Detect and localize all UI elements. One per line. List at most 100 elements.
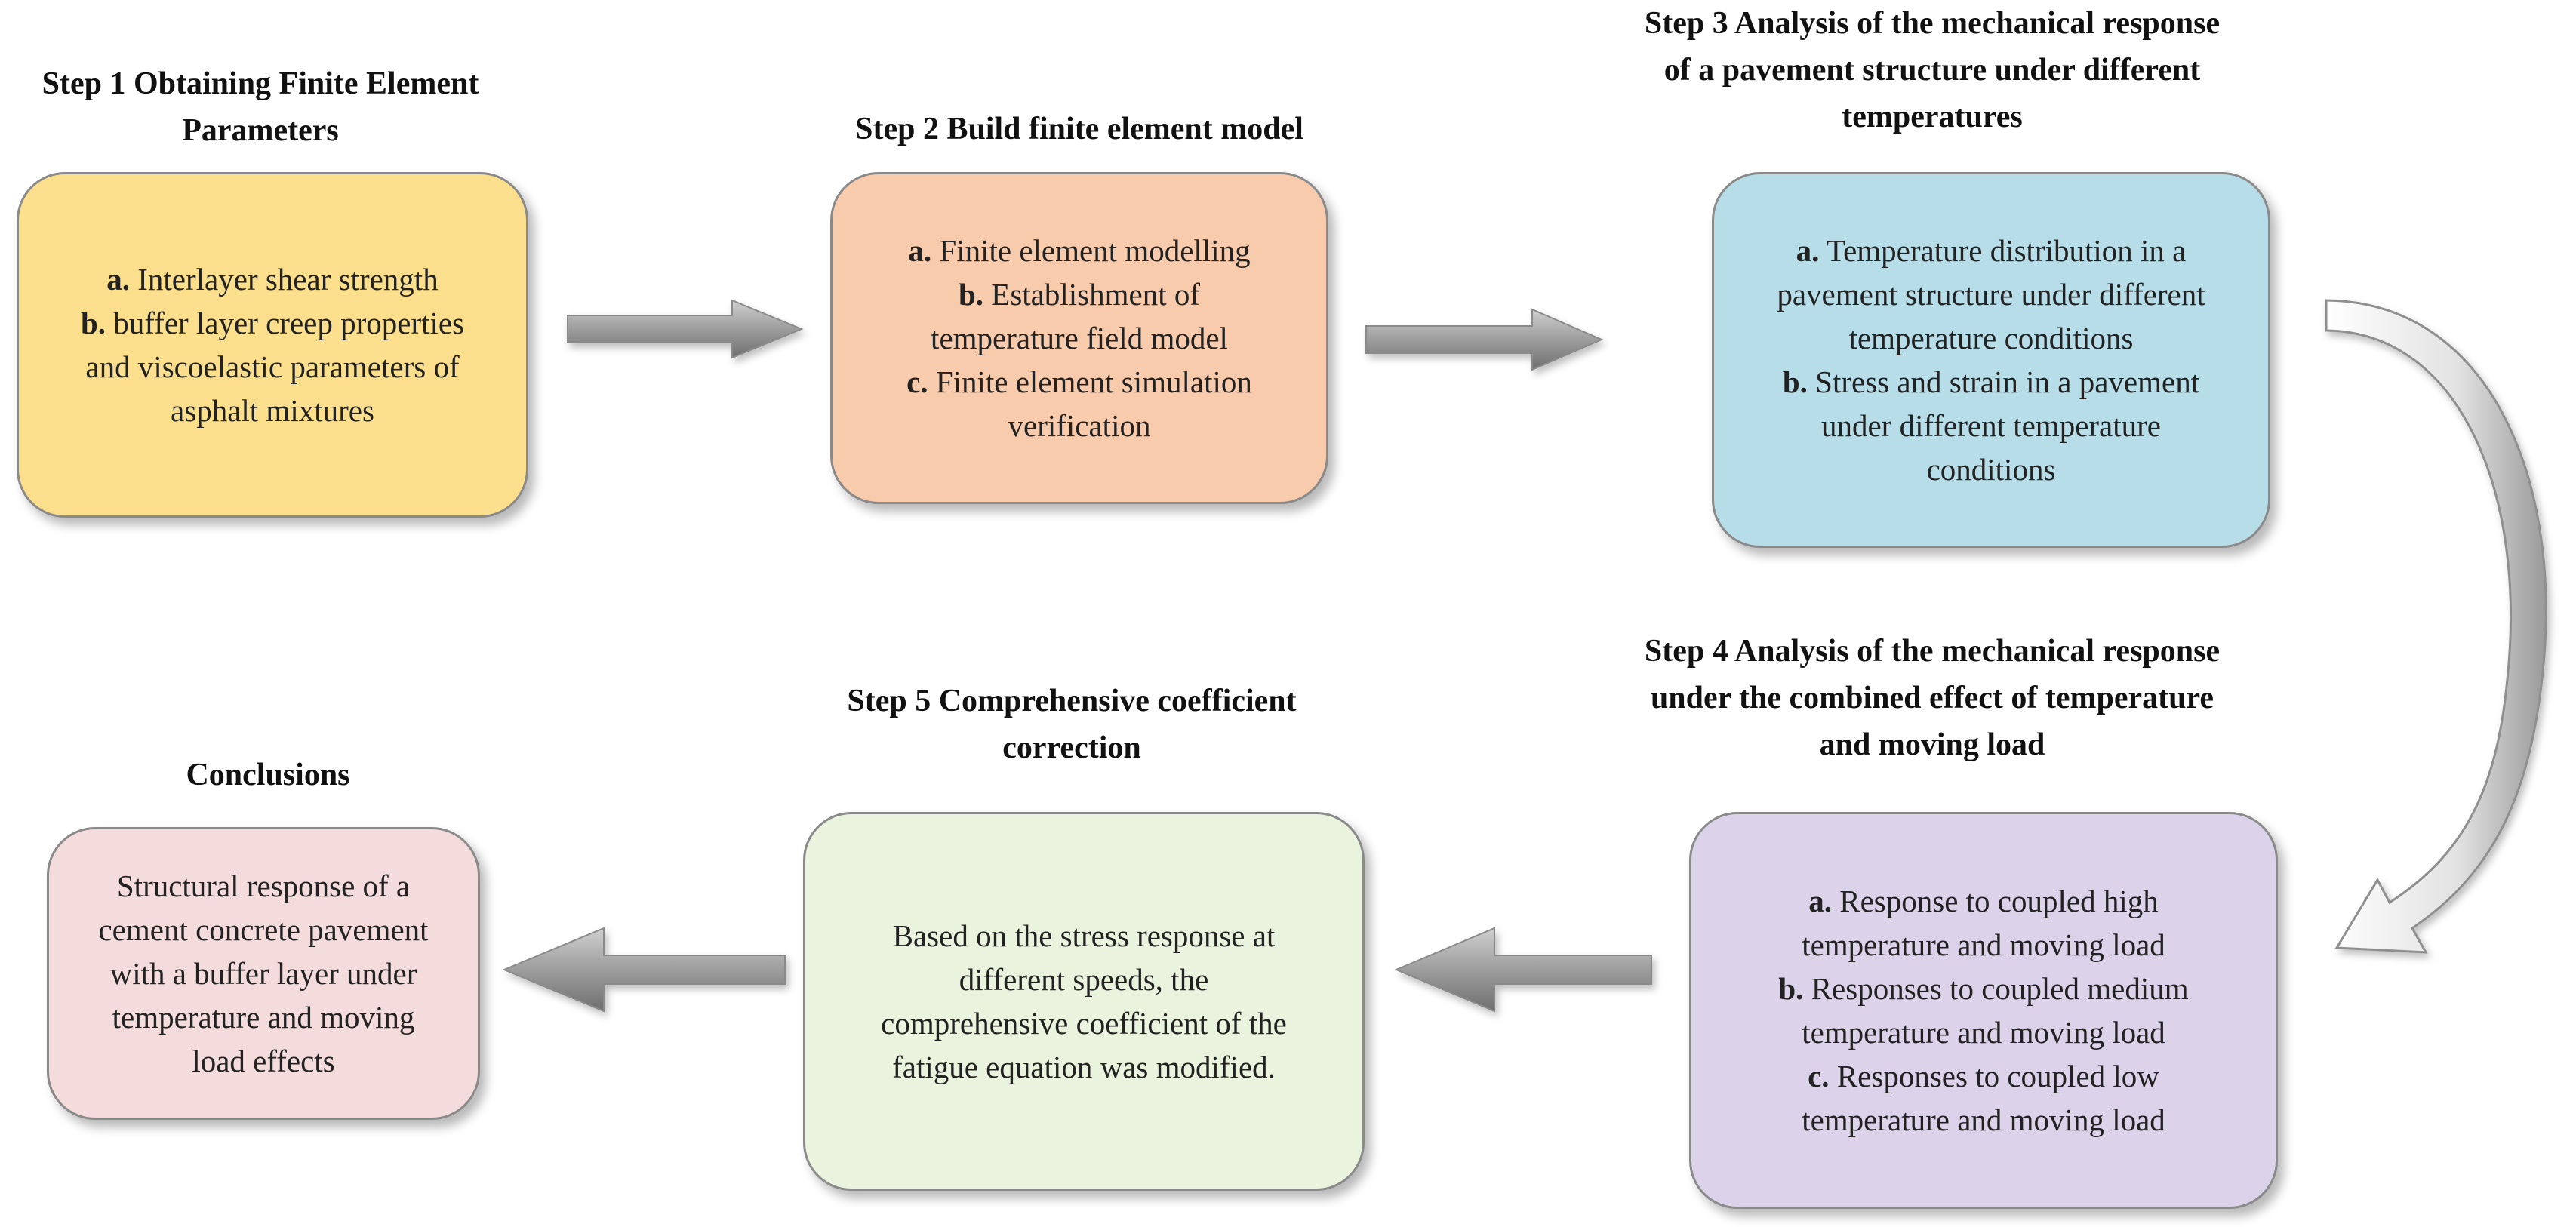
- conclusions-line: load effects: [98, 1039, 428, 1083]
- item-text: Finite element modelling: [931, 233, 1251, 268]
- item-text: Establishment of: [983, 277, 1200, 312]
- step5-line: fatigue equation was modified.: [881, 1045, 1287, 1089]
- item-text: fatigue equation was modified.: [892, 1050, 1276, 1084]
- step4-line: temperature and moving load: [1778, 1098, 2188, 1142]
- conclusions-box: Structural response of a cement concrete …: [47, 827, 480, 1120]
- item-text: temperature conditions: [1848, 321, 2134, 355]
- item-text: load effects: [192, 1044, 335, 1078]
- item-marker: a.: [1808, 884, 1832, 918]
- step5-box: Based on the stress response at different…: [803, 812, 1365, 1191]
- title-line: different temperatures: [1842, 53, 2201, 134]
- arrow-step4-to-step5: [1394, 927, 1652, 1013]
- item-marker: b.: [1778, 971, 1804, 1006]
- title-line: Element Parameters: [182, 66, 479, 148]
- item-text: comprehensive coefficient of the: [881, 1006, 1287, 1041]
- item-text: and viscoelastic parameters of: [85, 349, 460, 384]
- step5-line: Based on the stress response at: [881, 914, 1287, 958]
- title-line: Step 5 Comprehensive: [847, 684, 1150, 718]
- item-marker: b.: [1782, 364, 1808, 399]
- title-line: temperature and moving load: [1819, 681, 2214, 762]
- step4-line: c. Responses to coupled low: [1778, 1054, 2188, 1098]
- item-text: pavement structure under different: [1777, 277, 2205, 312]
- step3-line: temperature conditions: [1777, 316, 2205, 360]
- step3-title: Step 3 Analysis of the mechanical respon…: [1630, 0, 2234, 140]
- title-line: response under the combined effect of: [1650, 634, 2221, 715]
- arrow-step1-to-step2: [567, 299, 804, 359]
- item-text: verification: [1008, 408, 1151, 443]
- step5-title: Step 5 Comprehensive coefficient correct…: [808, 678, 1336, 771]
- item-marker: b.: [958, 277, 984, 312]
- item-text: Finite element simulation: [928, 364, 1252, 399]
- item-text: Interlayer shear strength: [130, 262, 439, 297]
- arrow-step2-to-step3: [1365, 308, 1604, 371]
- title-line: Step 1 Obtaining Finite: [42, 66, 359, 101]
- item-text: Response to coupled high: [1832, 884, 2159, 918]
- item-text: with a buffer layer under: [109, 956, 417, 991]
- step2-line: b. Establishment of: [906, 272, 1252, 316]
- step3-lines: a. Temperature distribution in a pavement…: [1777, 229, 2205, 491]
- item-text: temperature and moving load: [1802, 1015, 2165, 1050]
- item-text: under different temperature: [1820, 408, 2161, 443]
- item-marker: a.: [106, 262, 131, 297]
- step3-line: under different temperature: [1777, 404, 2205, 447]
- arrow-step3-to-step4: [2325, 299, 2547, 954]
- conclusions-lines: Structural response of a cement concrete …: [98, 864, 428, 1083]
- item-text: conditions: [1926, 452, 2056, 487]
- step4-line: b. Responses to coupled medium: [1778, 967, 2188, 1010]
- step4-line: temperature and moving load: [1778, 1010, 2188, 1054]
- step3-line: pavement structure under different: [1777, 272, 2205, 316]
- item-marker: a.: [908, 233, 932, 268]
- item-text: Responses to coupled medium: [1803, 971, 2189, 1006]
- step4-lines: a. Response to coupled high temperature a…: [1778, 879, 2188, 1142]
- step1-line: and viscoelastic parameters of: [81, 345, 464, 389]
- title-line: coefficient correction: [1002, 684, 1297, 765]
- step1-title: Step 1 Obtaining Finite Element Paramete…: [15, 60, 506, 154]
- conclusions-line: cement concrete pavement: [98, 908, 428, 952]
- step2-line: a. Finite element modelling: [906, 229, 1252, 272]
- title-line: Step 4 Analysis of the mechanical: [1644, 634, 2095, 669]
- step3-line: conditions: [1777, 447, 2205, 491]
- item-text: Responses to coupled low: [1829, 1059, 2159, 1093]
- step1-line: b. buffer layer creep properties: [81, 301, 464, 345]
- item-text: temperature and moving load: [1802, 927, 2165, 962]
- step3-line: b. Stress and strain in a pavement: [1777, 360, 2205, 404]
- item-marker: c.: [906, 364, 928, 399]
- step4-title: Step 4 Analysis of the mechanical respon…: [1630, 628, 2234, 768]
- step4-line: temperature and moving load: [1778, 923, 2188, 967]
- item-text: Temperature distribution in a: [1819, 233, 2187, 268]
- item-text: buffer layer creep properties: [106, 306, 465, 340]
- item-text: Structural response of a: [116, 869, 411, 903]
- step4-line: a. Response to coupled high: [1778, 879, 2188, 923]
- step1-line: a. Interlayer shear strength: [81, 257, 464, 301]
- step3-box: a. Temperature distribution in a pavement…: [1712, 172, 2270, 548]
- conclusions-line: Structural response of a: [98, 864, 428, 908]
- step2-line: temperature field model: [906, 316, 1252, 360]
- item-marker: b.: [80, 306, 106, 340]
- step2-line: verification: [906, 404, 1252, 447]
- item-text: different speeds, the: [959, 962, 1209, 997]
- step2-title: Step 2 Build finite element model: [777, 106, 1381, 152]
- title-line: response of a pavement structure under: [1663, 6, 2221, 88]
- title-line: Step 2 Build finite element model: [855, 112, 1303, 146]
- title-line: Conclusions: [186, 758, 350, 792]
- conclusions-line: temperature and moving: [98, 995, 428, 1039]
- conclusions-title: Conclusions: [98, 752, 438, 798]
- step5-line: comprehensive coefficient of the: [881, 1001, 1287, 1045]
- step3-line: a. Temperature distribution in a: [1777, 229, 2205, 272]
- arrow-step5-to-conclusions: [502, 927, 786, 1013]
- step4-box: a. Response to coupled high temperature a…: [1689, 812, 2278, 1209]
- item-marker: c.: [1808, 1059, 1830, 1093]
- conclusions-line: with a buffer layer under: [98, 952, 428, 995]
- item-text: Based on the stress response at: [892, 918, 1276, 953]
- item-text: asphalt mixtures: [171, 393, 374, 428]
- step5-lines: Based on the stress response at different…: [881, 914, 1287, 1089]
- step1-line: asphalt mixtures: [81, 389, 464, 432]
- step2-line: c. Finite element simulation: [906, 360, 1252, 404]
- item-text: temperature and moving load: [1802, 1102, 2165, 1137]
- item-text: Stress and strain in a pavement: [1807, 364, 2200, 399]
